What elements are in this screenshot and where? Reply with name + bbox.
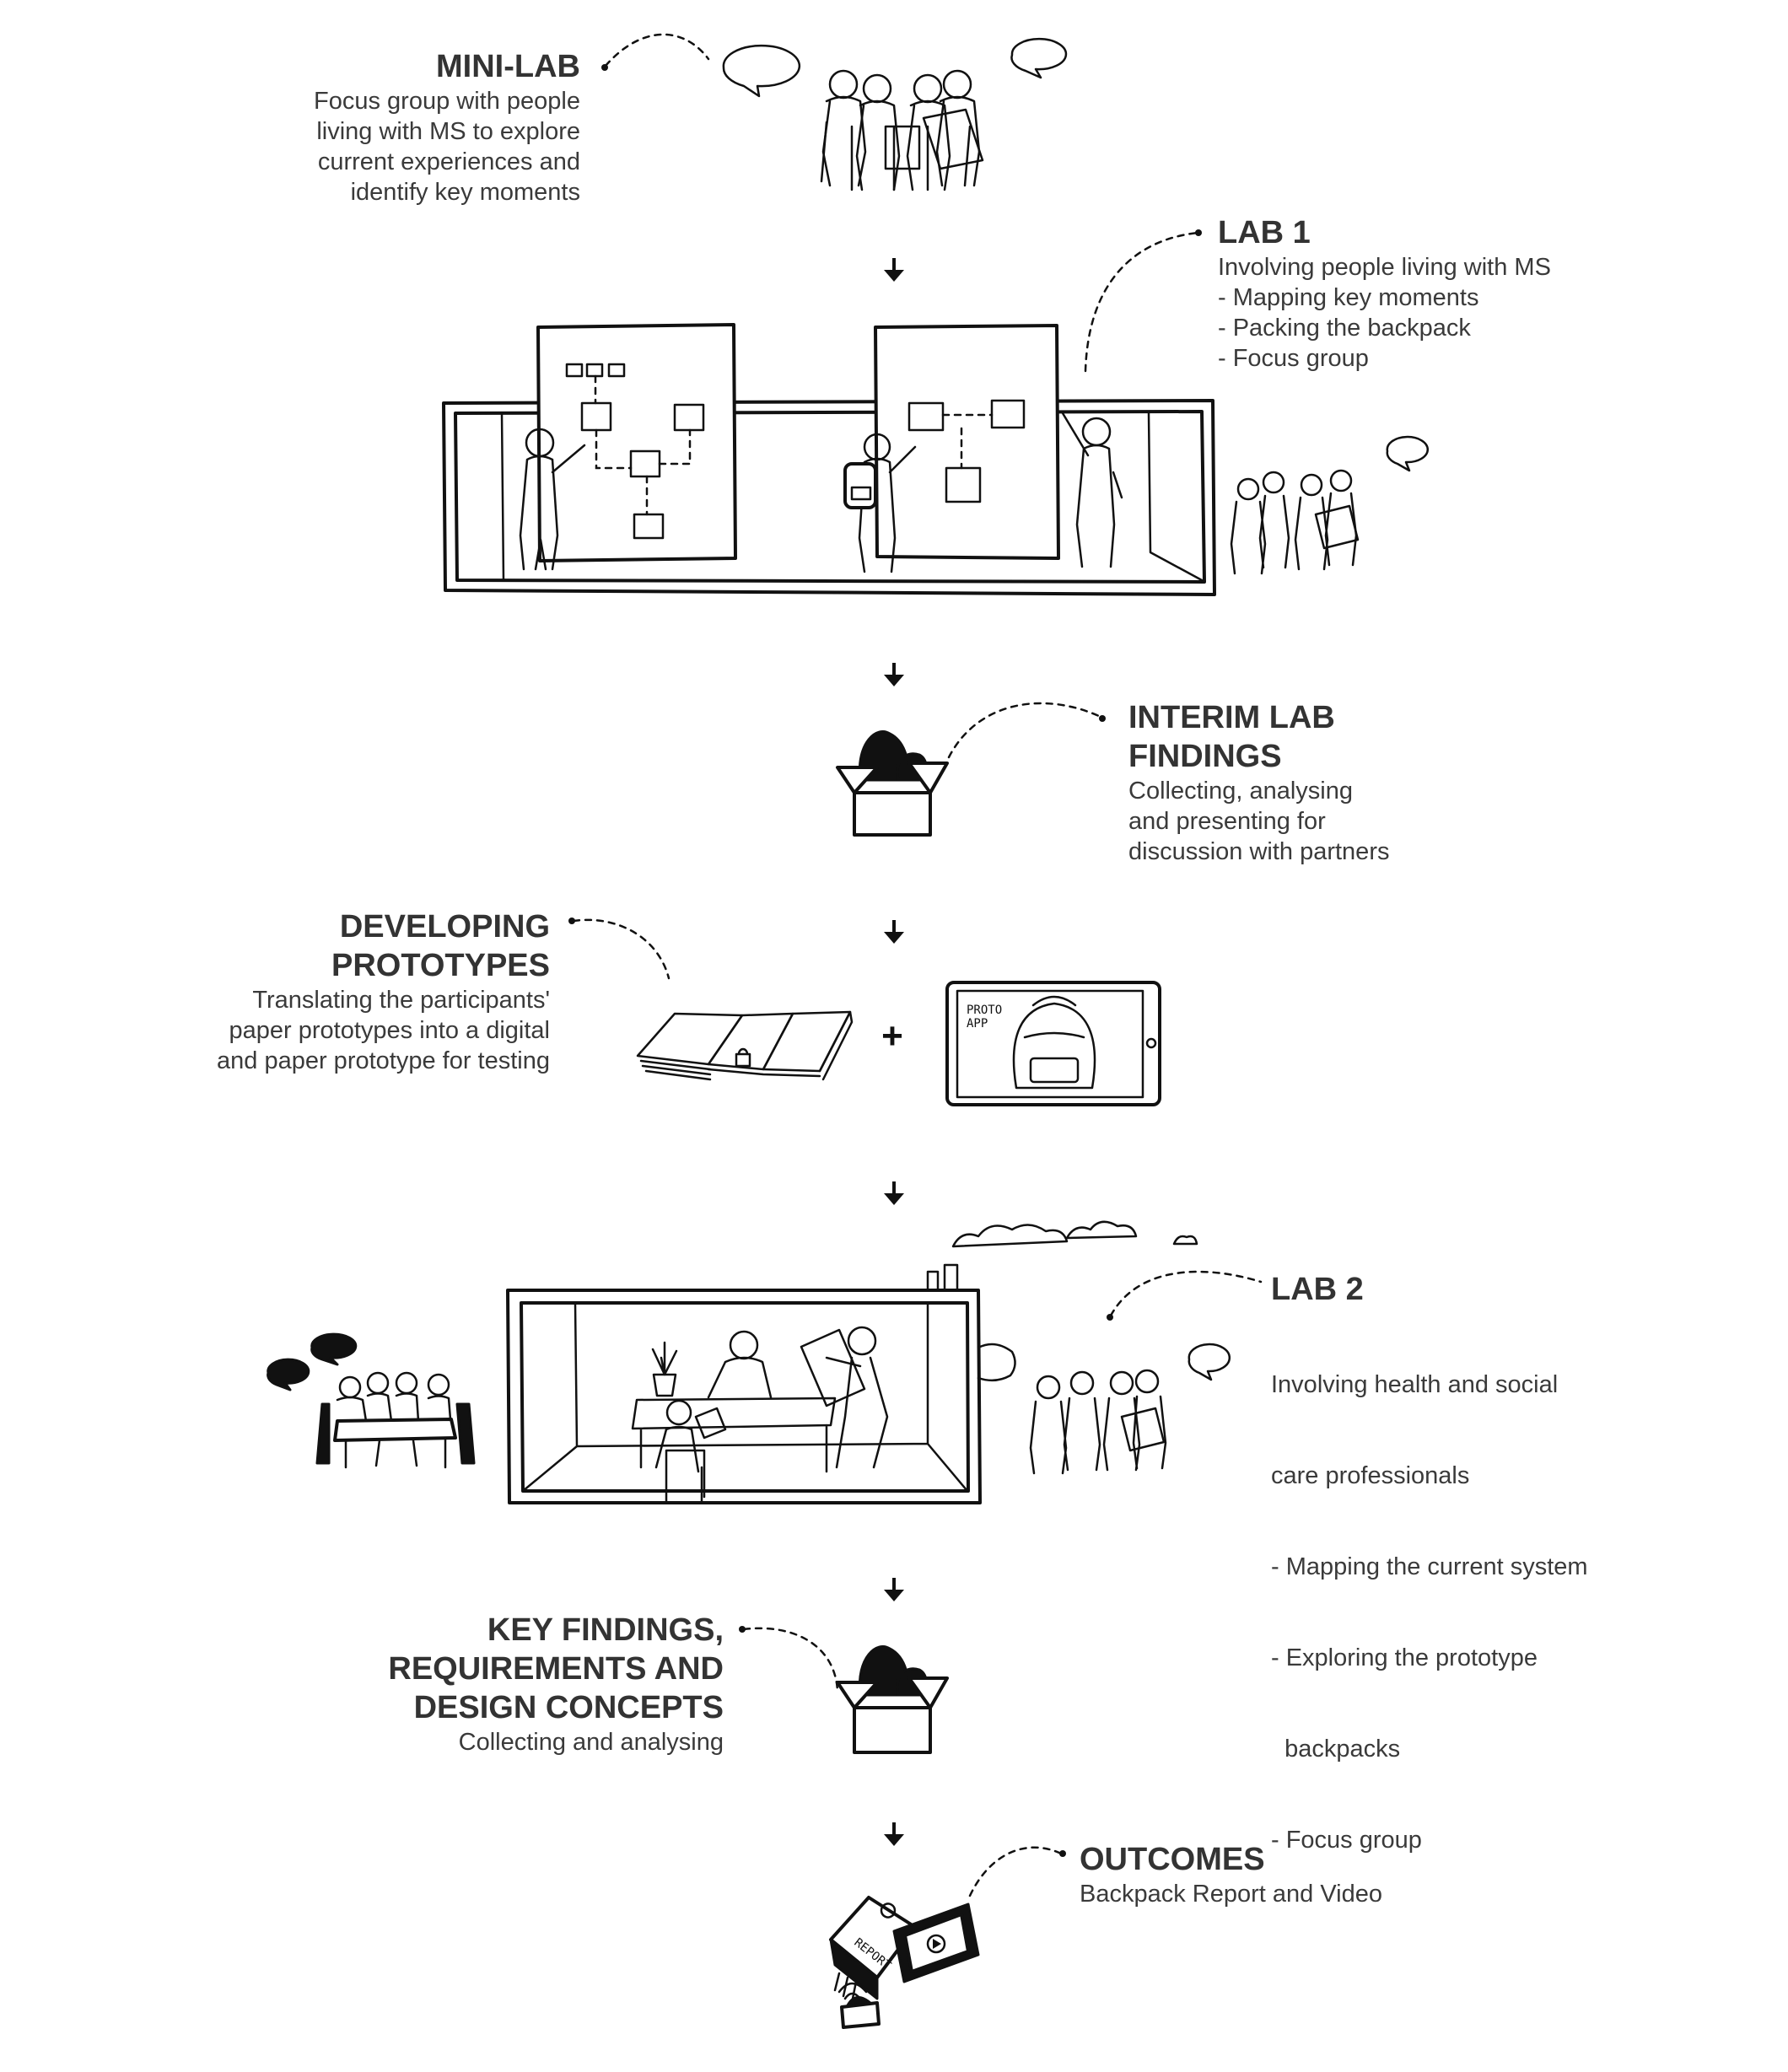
flow-arrow-down-icon [884, 1822, 904, 1846]
mini-lab-focus-group-sketch [601, 33, 1068, 191]
speech-bubble-icon [310, 1332, 358, 1366]
step-lab2: LAB 2 Involving health and social care p… [1271, 1270, 1667, 1916]
step-interim-lab-findings: INTERIM LAB FINDINGS Collecting, analysi… [1128, 698, 1483, 867]
step-lab1: LAB 1 Involving people living with MS - … [1218, 213, 1656, 374]
step-description: Involving health and social care profess… [1271, 1371, 1588, 1854]
speech-bubble-icon [267, 1358, 310, 1391]
step-mini-lab: MINI-LAB Focus group with people living … [287, 47, 580, 207]
step-description: Collecting and analysing [458, 1729, 724, 1756]
step-title: LAB 2 [1271, 1272, 1364, 1307]
people-group-icon [820, 69, 984, 191]
people-group-icon [1230, 469, 1360, 575]
speech-bubble-icon [1188, 1343, 1231, 1381]
step-title: OUTCOMES [1080, 1842, 1265, 1877]
step-description: Backpack Report and Video [1080, 1881, 1382, 1908]
person-with-backpack-icon [843, 433, 917, 573]
flow-arrows [884, 258, 904, 1846]
step-title: MINI-LAB [436, 49, 580, 84]
step-description: Translating the participants' paper prot… [217, 987, 550, 1074]
step-outcomes: OUTCOMES Backpack Report and Video [1080, 1840, 1501, 1909]
step-description: Collecting, analysing and presenting for… [1128, 778, 1390, 865]
tablet-label-app: APP [967, 1017, 988, 1031]
step-title: KEY FINDINGS, REQUIREMENTS AND DESIGN CO… [388, 1612, 724, 1725]
report-book-icon: REPORT [829, 1896, 917, 2000]
flow-arrow-down-icon [884, 920, 904, 944]
people-group-icon [1029, 1369, 1167, 1475]
lab1-mapping-room-sketch [442, 229, 1430, 596]
speech-bubble-icon [1010, 37, 1068, 79]
video-tablet-icon [892, 1902, 980, 1983]
step-description: Focus group with people living with MS t… [314, 88, 580, 206]
backpack-small-icon [837, 1982, 881, 2029]
paper-prototype-booklets-sketch [568, 918, 854, 1081]
flow-arrow-down-icon [884, 1578, 904, 1601]
outcomes-report-video-sketch: REPORT [829, 1846, 1066, 2029]
step-title: DEVELOPING PROTOTYPES [331, 909, 550, 983]
play-icon [926, 1934, 946, 1954]
speech-bubble-icon [722, 44, 801, 98]
person-pointing-icon [519, 428, 586, 571]
flow-arrow-down-icon [884, 258, 904, 282]
step-key-findings: KEY FINDINGS, REQUIREMENTS AND DESIGN CO… [295, 1611, 724, 1757]
people-at-table-icon [315, 1371, 476, 1469]
speech-bubble-icon [1386, 435, 1430, 472]
plant-icon [651, 1341, 678, 1397]
backpack-icon [1012, 995, 1096, 1090]
tablet-prototype-app-icon: PROTO APP [945, 981, 1161, 1106]
findings-box-icon [739, 1626, 949, 1754]
plus-sign: + [881, 1015, 903, 1057]
lab2-workshop-room-sketch [267, 1220, 1263, 1504]
findings-box-icon [836, 702, 1106, 837]
step-developing-prototypes: DEVELOPING PROTOTYPES Translating the pa… [169, 907, 550, 1076]
step-description: Involving people living with MS - Mappin… [1218, 254, 1551, 372]
tablet-label-proto: PROTO [967, 1004, 1002, 1017]
flow-arrow-down-icon [884, 663, 904, 686]
flow-arrow-down-icon [884, 1181, 904, 1205]
person-standing-icon [1061, 412, 1123, 568]
step-title: LAB 1 [1218, 215, 1311, 250]
step-title: INTERIM LAB FINDINGS [1128, 700, 1335, 774]
